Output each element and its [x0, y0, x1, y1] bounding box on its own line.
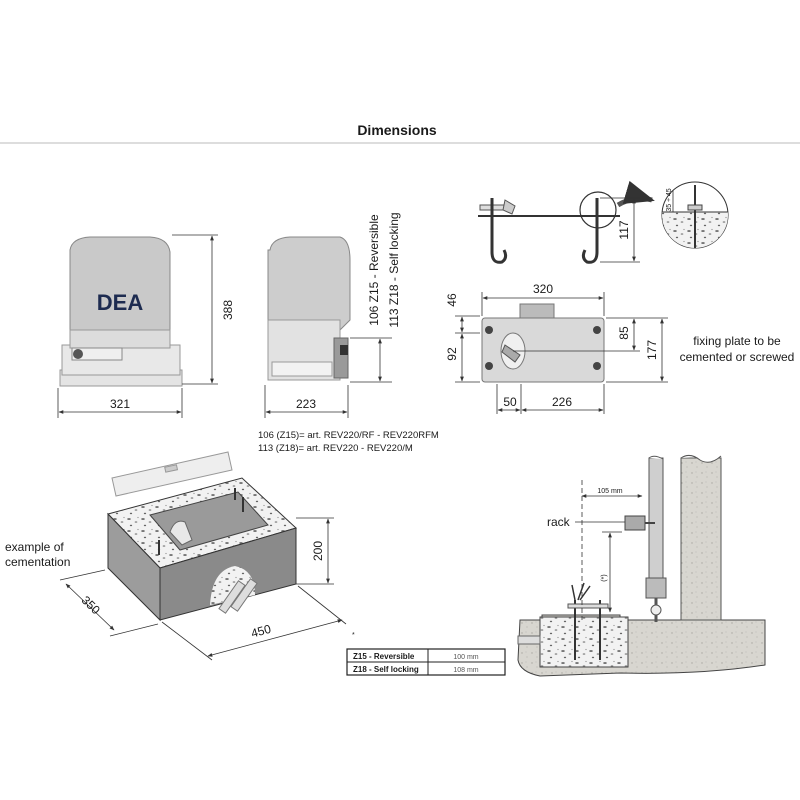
gap-table: Z15 - Reversible 100 mm Z18 - Self locki…	[346, 648, 506, 676]
motor-front-view: DEA	[59, 236, 183, 387]
plate-bottom-right-label: 226	[552, 395, 572, 409]
block-height-label: 200	[311, 541, 325, 561]
bolt-height-label: 117	[617, 220, 631, 239]
dea-logo: DEA	[97, 290, 144, 315]
block-width-label: 450	[249, 622, 272, 641]
table-row-0-model: Z15 - Reversible	[353, 652, 415, 661]
cementation-block	[107, 477, 297, 622]
side-note-z15: 106 Z15 - Reversible	[367, 214, 381, 326]
plate-note-line2: cemented or screwed	[680, 350, 795, 364]
front-width-label: 321	[110, 397, 130, 411]
plate-note-line1: fixing plate to be	[693, 334, 781, 348]
block-depth-label: 350	[79, 593, 103, 617]
plate-right-outer-label: 177	[645, 340, 659, 360]
table-row-1-value: 108 mm	[453, 667, 478, 674]
article-line-z18: 113 (Z18)= art. REV220 - REV220/M	[258, 443, 413, 454]
installation-section	[517, 454, 766, 677]
cementation-label-line1: example of	[5, 540, 64, 554]
spirit-level	[111, 451, 233, 497]
article-line-z15: 106 (Z15)= art. REV220/RF - REV220RFM	[258, 430, 439, 441]
fixing-plate-top-view	[481, 303, 605, 383]
anchor-bolts-view	[478, 180, 655, 264]
anchor-detail-circle	[661, 181, 729, 249]
gap-label: 105 mm	[597, 488, 622, 495]
front-height-label: 388	[221, 300, 235, 320]
plate-top-offset-label: 46	[445, 293, 459, 307]
detail-top-label: 35 ÷ 45	[666, 188, 673, 211]
table-row-0-value: 100 mm	[453, 654, 478, 661]
table-row-1-model: Z18 - Self locking	[353, 665, 419, 674]
asterisk-height-label: (*)	[601, 574, 608, 581]
motor-side-view	[267, 236, 351, 381]
side-note-z18: 113 Z18 - Self locking	[387, 212, 401, 327]
plate-width-label: 320	[533, 282, 553, 296]
rack-label: rack	[547, 515, 571, 529]
plate-bottom-left-label: 50	[503, 395, 517, 409]
table-mark: *	[352, 632, 355, 639]
cementation-label-line2: cementation	[5, 555, 70, 569]
side-depth-label: 223	[296, 397, 316, 411]
plate-left-offset-label: 92	[445, 347, 459, 361]
plate-right-inner-label: 85	[617, 326, 631, 340]
page-title: Dimensions	[357, 122, 437, 138]
